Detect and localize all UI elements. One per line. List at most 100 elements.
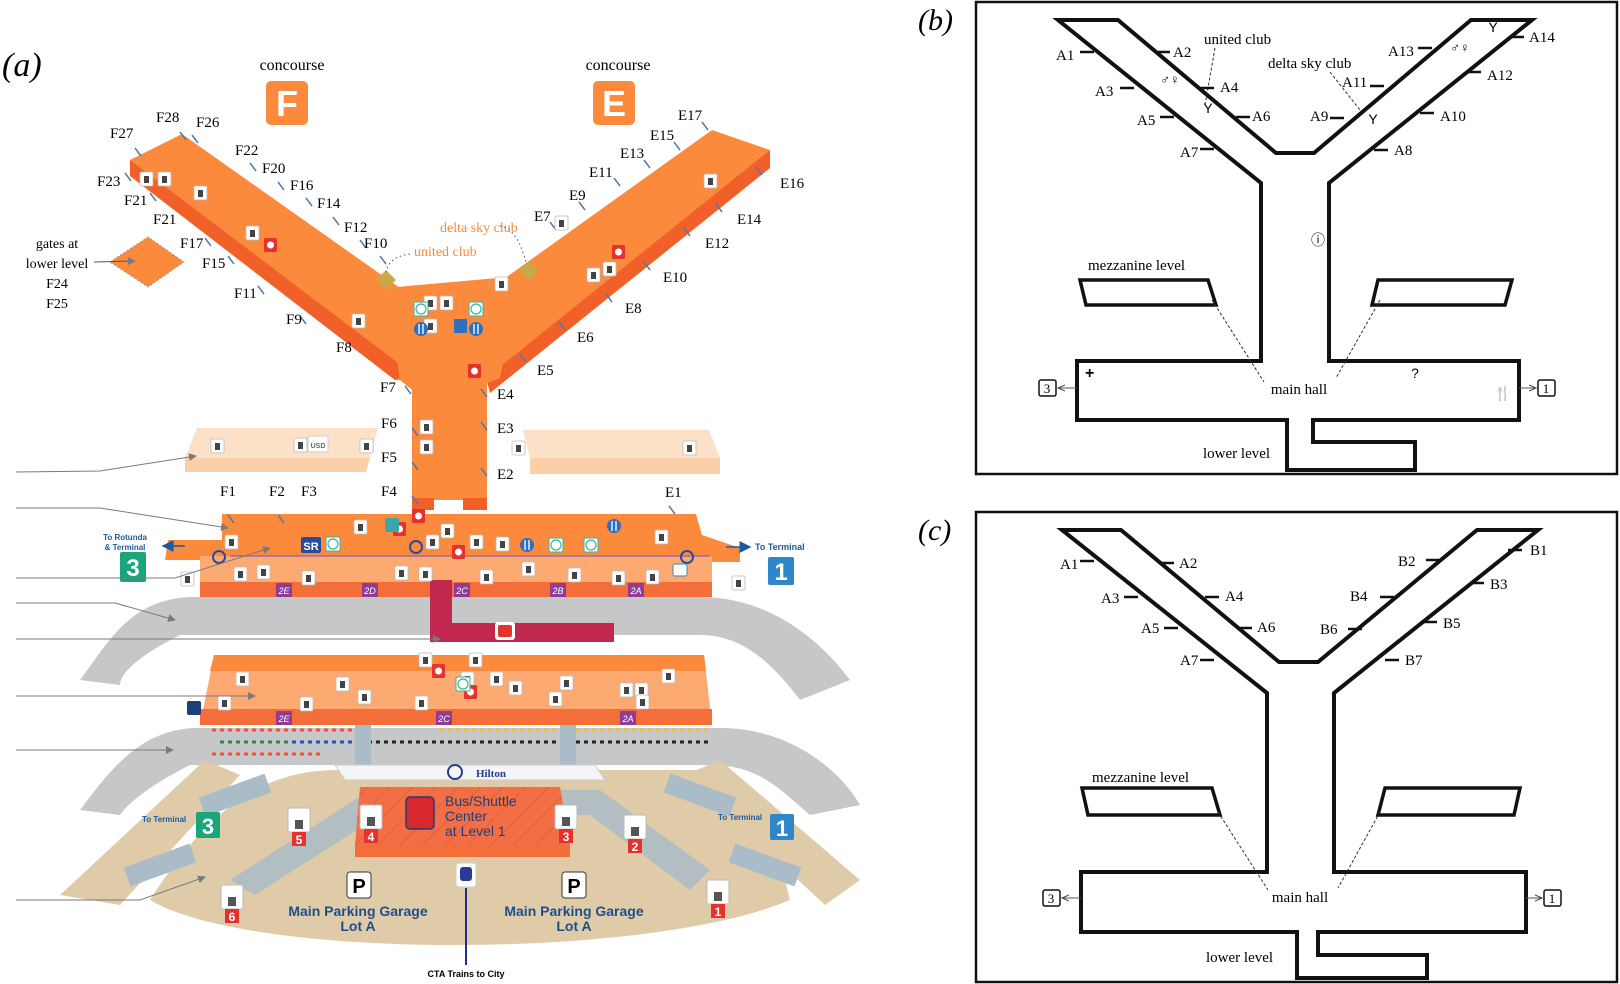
gate-label-e9: E9 [569, 188, 586, 204]
gate-label-e4: E4 [497, 387, 514, 403]
gate-label-f17: F17 [180, 236, 204, 252]
gate-label-e7: E7 [534, 209, 551, 225]
gate-label-e13: E13 [620, 146, 644, 162]
delta-sky-club-label-a: delta sky club [440, 221, 518, 236]
mezzanine-right [523, 430, 720, 474]
panel-c-mezzanine-label: mezzanine level [1092, 770, 1189, 786]
gate-label-a3: A3 [1095, 84, 1113, 100]
level-leader-lines [15, 453, 441, 901]
panel-b-delta-club-label: delta sky club [1268, 56, 1351, 72]
gate-tick [715, 203, 723, 213]
concourse-f-caption: concourse [260, 57, 325, 74]
elevator-number-badge [711, 904, 725, 918]
gate-label-a9: A9 [1310, 109, 1328, 125]
gate-tick [227, 514, 235, 524]
restaurant-icon [414, 322, 428, 336]
gate-tick [332, 216, 340, 226]
panel-b-frame [974, 0, 1619, 476]
gate-label-a5: A5 [1137, 113, 1155, 129]
child-area-icon [385, 518, 399, 532]
gate-label-a4: A4 [1220, 80, 1239, 96]
gate-label-e10: E10 [663, 270, 687, 286]
terminal-1-badge [768, 557, 794, 585]
lower-roadway [80, 728, 860, 815]
svg-text:1: 1 [1543, 381, 1550, 396]
gate-label-f4: F4 [381, 484, 397, 500]
panel-c-label: (c) [918, 514, 951, 547]
gate-label-f26: F26 [196, 115, 220, 131]
hilton-building [334, 764, 606, 781]
elevator-number-badge [628, 839, 642, 853]
panel-b-restroom-icon: ♂♀ [1160, 72, 1180, 87]
gate-tick [411, 495, 419, 505]
gate-tick [257, 285, 265, 295]
gate-label-f8: F8 [336, 340, 352, 356]
gate-label-e17: E17 [678, 108, 703, 124]
level-badge-label: 2B [551, 586, 563, 596]
gate-label-e11: E11 [589, 165, 613, 181]
level-badge [628, 583, 644, 597]
panel-c: (c) mezzanine level main hall lower leve… [918, 510, 1619, 984]
gate-label-f7: F7 [380, 380, 396, 396]
gate-tick [305, 197, 313, 207]
gate-label-e12: E12 [705, 236, 729, 252]
to-rotunda-label-2: & Terminal [105, 543, 146, 552]
gate-label-f22: F22 [235, 143, 258, 159]
svg-text:P: P [567, 876, 580, 898]
gate-tick [668, 505, 676, 515]
lower-level-note-2: lower level [26, 257, 89, 272]
gate-label-e8: E8 [625, 301, 642, 317]
gate-label-f3: F3 [301, 484, 317, 500]
upper-roadway [80, 597, 850, 700]
gate-label-e1: E1 [665, 485, 682, 501]
gate-label-f5: F5 [381, 450, 397, 466]
gate-tick [299, 315, 307, 325]
gate-label-f14: F14 [317, 196, 341, 212]
gate-tick [411, 427, 419, 437]
elevator-number-badge [559, 829, 573, 843]
panel-b-terminal-3 [1038, 379, 1057, 397]
gate-label-a13: A13 [1388, 44, 1414, 60]
gate-label-a6: A6 [1252, 109, 1271, 125]
level-badge-label: 2D [363, 586, 376, 596]
gate-label-f2: F2 [269, 484, 285, 500]
panel-b-united-club-label: united club [1204, 32, 1271, 48]
gate-label-a11: A11 [1342, 75, 1367, 91]
gate-tick [643, 261, 651, 271]
parking-icon-left [346, 871, 372, 899]
accessible-icon [454, 319, 467, 333]
amenity-icons [139, 171, 746, 715]
gate-tick [613, 177, 621, 187]
gate-label-f20: F20 [262, 161, 285, 177]
gate-tick [359, 239, 367, 249]
lower-gates-area [109, 236, 185, 288]
panel-c-terminal-outline [1056, 528, 1544, 980]
elevator-number: 6 [229, 910, 236, 924]
panel-b-first-aid-icon: + [1085, 365, 1094, 382]
gate-tick [204, 237, 212, 247]
wheel-icon [409, 540, 423, 554]
gate-label-e2: E2 [497, 467, 514, 483]
bus-center-label-2: Center [445, 808, 487, 824]
panel-c-frame [974, 510, 1619, 984]
bus-icon [405, 796, 435, 830]
parking-icon-right [561, 871, 587, 899]
gate-label-e3: E3 [497, 421, 514, 437]
gate-label-f12: F12 [344, 220, 367, 236]
gate-tick [277, 181, 285, 191]
svg-text:3: 3 [126, 555, 139, 582]
svg-text:1: 1 [776, 816, 788, 841]
gate-label-f23: F23 [97, 174, 120, 190]
gate-tick [683, 227, 691, 237]
gate-label-b7: B7 [1405, 653, 1423, 669]
terminal-3-badge [120, 552, 146, 582]
elevator-number-badge [364, 829, 378, 843]
usd-label: USD [311, 443, 326, 450]
panel-c-terminal-1 [1543, 889, 1562, 907]
level-badge [362, 583, 378, 597]
panel-b-restroom-icon-2: ♂♀ [1450, 40, 1470, 55]
gate-label-f15: F15 [202, 256, 225, 272]
